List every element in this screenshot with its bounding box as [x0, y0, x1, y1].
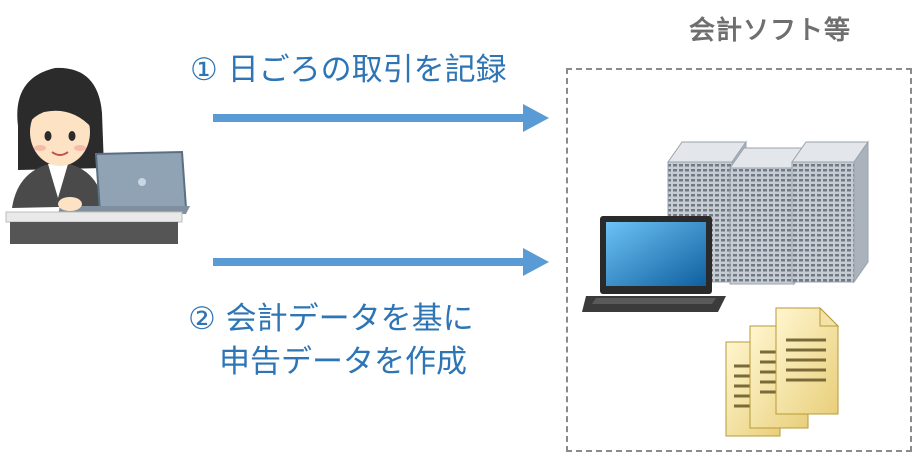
step2-label: ② 会計データを基に 申告データを作成: [188, 301, 474, 380]
arrow-step2: [213, 248, 549, 276]
servers-icon: [667, 140, 869, 286]
laptop-icon: [582, 216, 726, 312]
person-with-laptop-icon: [5, 67, 190, 244]
accounting-software-box: [566, 68, 912, 452]
arrow-head: [523, 248, 549, 276]
arrow-shaft: [213, 258, 525, 266]
arrow-shaft: [213, 114, 525, 122]
arrow-step1: [213, 104, 549, 132]
arrow-head: [523, 104, 549, 132]
documents-icon: [725, 306, 840, 437]
step1-label: ① 日ごろの取引を記録: [190, 52, 507, 88]
box-title: 会計ソフト等: [688, 16, 851, 46]
